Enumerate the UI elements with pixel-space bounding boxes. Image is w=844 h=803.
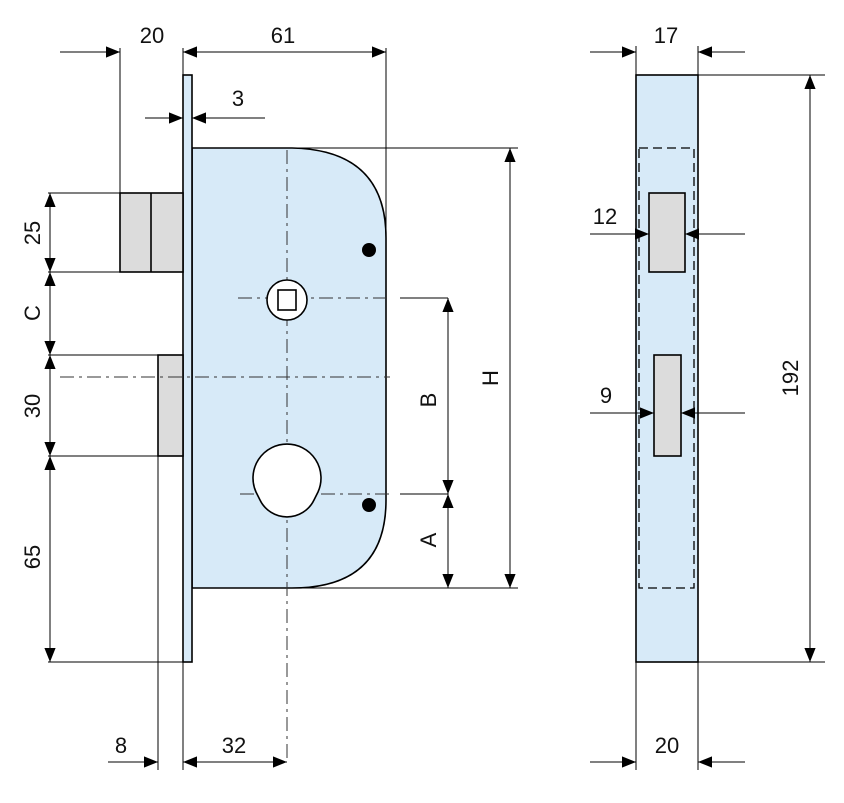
- lock-case-body: [191, 147, 387, 589]
- dim-bolt-slot-width: 12: [593, 204, 617, 229]
- dimension-lines: [44, 46, 516, 768]
- dim-spacing-a: A: [416, 532, 441, 547]
- spindle-hole: [266, 279, 308, 321]
- dim-front-width: 20: [140, 23, 164, 48]
- front-view: 17 12 9 192 20: [590, 23, 825, 770]
- front-dimension-lines: [590, 46, 816, 768]
- side-view: 20 61 3 25 C 30 65 B A H 8 32: [20, 23, 518, 770]
- front-plate: [182, 74, 193, 663]
- dim-case-depth: 61: [271, 23, 295, 48]
- latch-slot: [653, 354, 682, 457]
- dim-case-height: H: [478, 370, 503, 386]
- dim-faceplate-inner-width: 17: [654, 23, 678, 48]
- screw-hole-bottom: [362, 498, 376, 512]
- deadbolt: [119, 192, 184, 273]
- cylinder-hole: [252, 443, 322, 518]
- dim-latch-height: 30: [20, 394, 45, 418]
- hidden-case-outline: [638, 147, 695, 589]
- dim-lower-offset: 65: [20, 545, 45, 569]
- dim-deadbolt-height: 25: [20, 221, 45, 245]
- dim-latch-projection: 8: [115, 733, 127, 758]
- dim-latch-slot-width: 9: [600, 383, 612, 408]
- dim-plate-thickness: 3: [232, 86, 244, 111]
- screw-hole-top: [362, 243, 376, 257]
- dim-spacing-b: B: [416, 393, 441, 408]
- bolt-slot: [648, 192, 686, 273]
- dim-faceplate-length: 192: [778, 360, 803, 397]
- dim-backset: 32: [222, 733, 246, 758]
- dim-spacing-c: C: [20, 305, 45, 321]
- latch-bolt: [157, 354, 184, 457]
- dim-faceplate-width: 20: [655, 733, 679, 758]
